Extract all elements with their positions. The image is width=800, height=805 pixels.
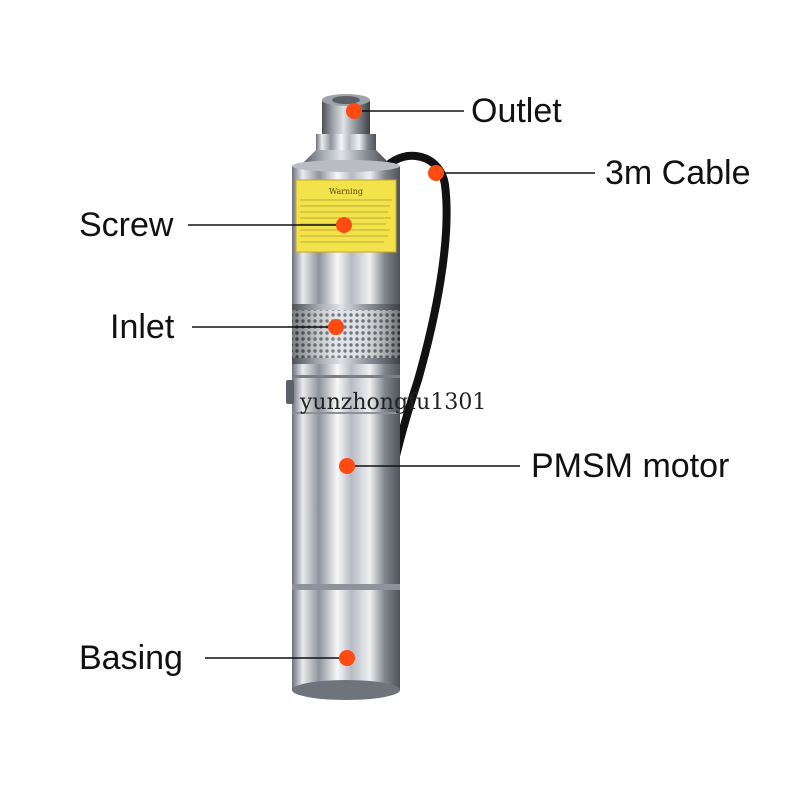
- basing-marker: [339, 650, 355, 666]
- outlet-nozzle: [300, 94, 392, 166]
- warning-title: Warning: [329, 187, 363, 196]
- power-cable: [374, 151, 451, 464]
- motor-housing: [286, 364, 400, 584]
- inlet-mesh: [292, 304, 400, 364]
- cable-marker: [428, 165, 444, 181]
- screw-label: Screw: [79, 206, 174, 244]
- basing-label: Basing: [79, 639, 183, 677]
- screw-marker: [336, 217, 352, 233]
- inlet-marker: [328, 319, 344, 335]
- motor-marker: [339, 458, 355, 474]
- cable-label: 3m Cable: [605, 154, 751, 192]
- motor-label: PMSM motor: [531, 447, 730, 485]
- warning-plate: Warning: [295, 179, 397, 253]
- outlet-label: Outlet: [471, 92, 562, 130]
- inlet-label: Inlet: [110, 308, 175, 346]
- outlet-marker: [346, 103, 362, 119]
- base-housing: [292, 584, 400, 700]
- watermark-text: yunzhongfu1301: [300, 390, 487, 415]
